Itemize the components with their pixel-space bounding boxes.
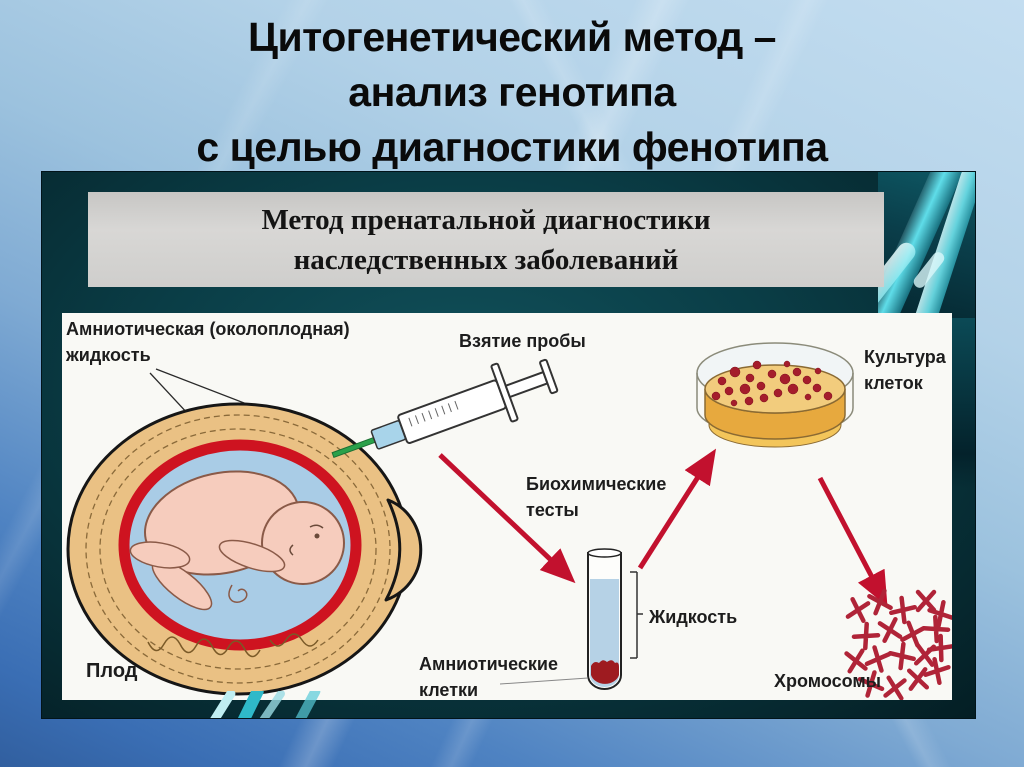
arrow-tube-to-dish	[637, 448, 717, 570]
liquid-bracket	[630, 571, 643, 659]
chromosomes-illustration	[844, 588, 952, 700]
petri-dish-illustration	[696, 342, 854, 448]
cells-pointer-line	[499, 677, 589, 685]
label-biochemical-tests-line-1: Биохимические	[526, 474, 667, 494]
label-cell-culture-line-1: Культура	[864, 347, 946, 367]
syringe-illustration	[331, 358, 559, 458]
slide-title: Цитогенетический метод – анализ генотипа…	[0, 10, 1024, 175]
arrow-dish-to-chromosomes	[817, 476, 888, 607]
cell-colonies	[711, 360, 833, 407]
label-amniotic-cells-line-2: клетки	[419, 680, 479, 700]
fetus-illustration	[129, 470, 345, 611]
label-cell-culture-line-2: клеток	[864, 373, 923, 393]
diagram-header-line-1: Метод пренатальной диагностики	[261, 204, 711, 236]
dna-helix-artwork	[878, 172, 975, 318]
label-biochemical-tests-line-2: тесты	[526, 500, 579, 520]
dna-streak	[292, 691, 322, 718]
dna-streak	[234, 691, 266, 718]
diagram-header: Метод пренатальной диагностики наследств…	[88, 192, 884, 287]
diagram-panel: Метод пренатальной диагностики наследств…	[42, 172, 975, 718]
diagram-illustration	[66, 342, 952, 700]
arrow-syringe-to-tube	[438, 453, 576, 584]
panel-bottom-dna-streaks	[210, 691, 360, 718]
label-fetus: Плод	[86, 660, 138, 682]
dna-artwork-lower	[951, 318, 975, 488]
label-liquid: Жидкость	[649, 607, 738, 627]
title-line-1: Цитогенетический метод –	[248, 14, 776, 60]
dna-streak	[210, 691, 237, 718]
label-chromosomes: Хромосомы	[774, 671, 882, 691]
label-amniotic-fluid-line-1: Амниотическая (околоплодная)	[66, 319, 350, 339]
test-tube-illustration	[499, 548, 643, 690]
title-line-3: с целью диагностики фенотипа	[196, 124, 828, 170]
label-amniotic-cells-line-1: Амниотические	[419, 654, 558, 674]
label-amniotic-fluid-line-2: жидкость	[66, 345, 151, 365]
label-sampling: Взятие пробы	[459, 331, 586, 351]
diagram-header-line-2: наследственных заболеваний	[293, 244, 679, 276]
diagram-area: Амниотическая (околоплодная) жидкость Вз…	[62, 313, 952, 700]
title-line-2: анализ генотипа	[348, 69, 676, 115]
